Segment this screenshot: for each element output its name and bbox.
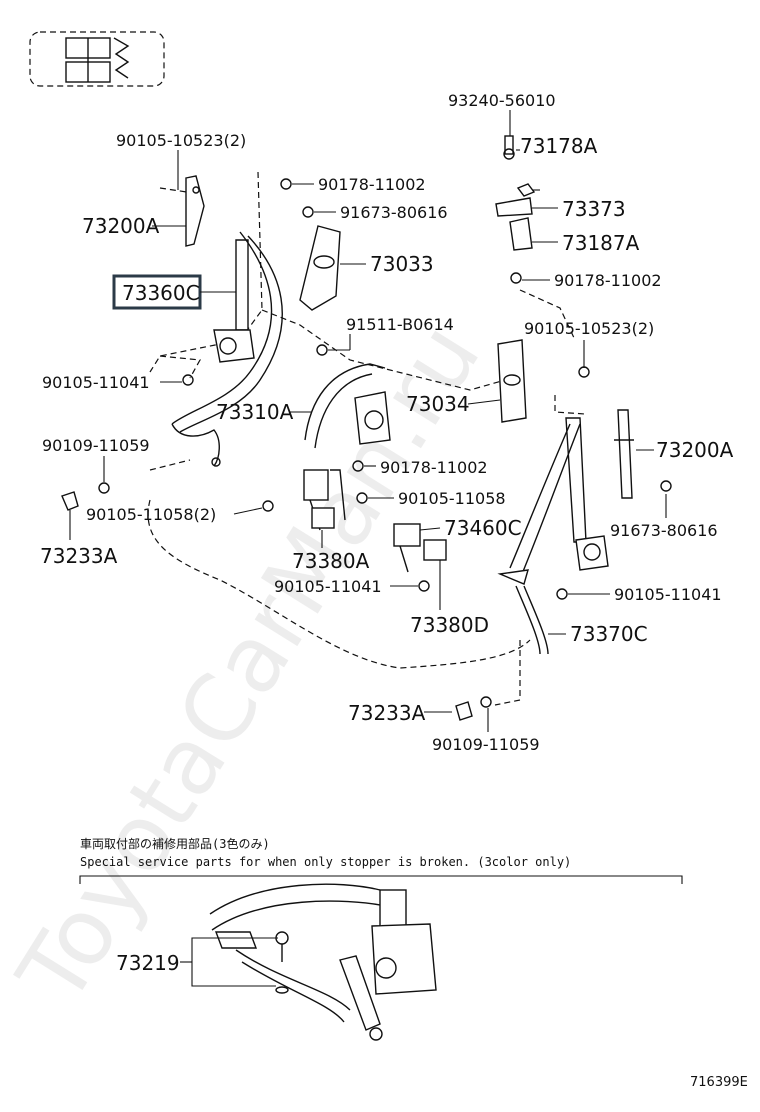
buckles <box>303 469 447 573</box>
note-english: Special service parts for when only stop… <box>80 855 571 869</box>
label-73360C: 73360C <box>122 281 200 305</box>
label-90105-11058: 90105-11058 <box>398 489 506 508</box>
label-90109-11059-left: 90109-11059 <box>42 436 150 455</box>
label-90105-10523-2-left: 90105-10523(2) <box>116 131 246 150</box>
highlight-box-73360C <box>112 274 202 310</box>
label-90105-11041-mid: 90105-11041 <box>274 577 382 596</box>
center-belt-73310A <box>304 363 391 521</box>
fasteners <box>61 178 672 721</box>
label-73373: 73373 <box>562 197 626 221</box>
label-90105-11041-left: 90105-11041 <box>42 373 150 392</box>
special-service-section: 車両取付部の補修用部品(3色のみ) Special service parts … <box>79 836 683 1041</box>
label-73310A: 73310A <box>216 400 294 424</box>
label-91673-80616-right: 91673-80616 <box>610 521 718 540</box>
label-73233A-left: 73233A <box>40 544 118 568</box>
label-73178A: 73178A <box>520 134 598 158</box>
label-73233A-bottom: 73233A <box>348 701 426 725</box>
label-73460C: 73460C <box>444 516 522 540</box>
label-93240-56010: 93240-56010 <box>448 91 556 110</box>
label-90109-11059-bottom: 90109-11059 <box>432 735 540 754</box>
label-91673-80616-top: 91673-80616 <box>340 203 448 222</box>
label-73033: 73033 <box>370 252 434 276</box>
vehicle-locator-icon <box>29 31 165 87</box>
diagram-code: 716399E <box>690 1075 748 1090</box>
label-90105-11058-2: 90105-11058(2) <box>86 505 216 524</box>
label-73370C: 73370C <box>570 622 648 646</box>
label-73034: 73034 <box>406 392 470 416</box>
right-seat-belt-assembly <box>497 417 609 655</box>
label-91511-B0614: 91511-B0614 <box>346 315 454 334</box>
leader-lines <box>69 110 667 732</box>
label-90178-11002-mid: 90178-11002 <box>380 458 488 477</box>
label-90105-11041-right: 90105-11041 <box>614 585 722 604</box>
label-73380D: 73380D <box>410 613 489 637</box>
pillar-cover-73033 <box>299 225 341 311</box>
label-73380A: 73380A <box>292 549 370 573</box>
note-japanese: 車両取付部の補修用部品(3色のみ) <box>80 836 270 851</box>
top-right-parts <box>495 135 536 284</box>
label-73187A: 73187A <box>562 231 640 255</box>
label-90178-11002-top: 90178-11002 <box>318 175 426 194</box>
right-anchor-73200A <box>614 409 634 499</box>
label-73200A-right: 73200A <box>656 438 734 462</box>
left-seat-belt-assembly <box>171 175 283 467</box>
label-90178-11002-right: 90178-11002 <box>554 271 662 290</box>
label-90105-10523-2-right: 90105-10523(2) <box>524 319 654 338</box>
label-73219: 73219 <box>116 951 180 975</box>
label-73200A-left: 73200A <box>82 214 160 238</box>
pillar-cover-73034 <box>497 339 527 423</box>
part-labels: 93240-56010 73178A 73373 73187A 90178-11… <box>40 91 734 754</box>
